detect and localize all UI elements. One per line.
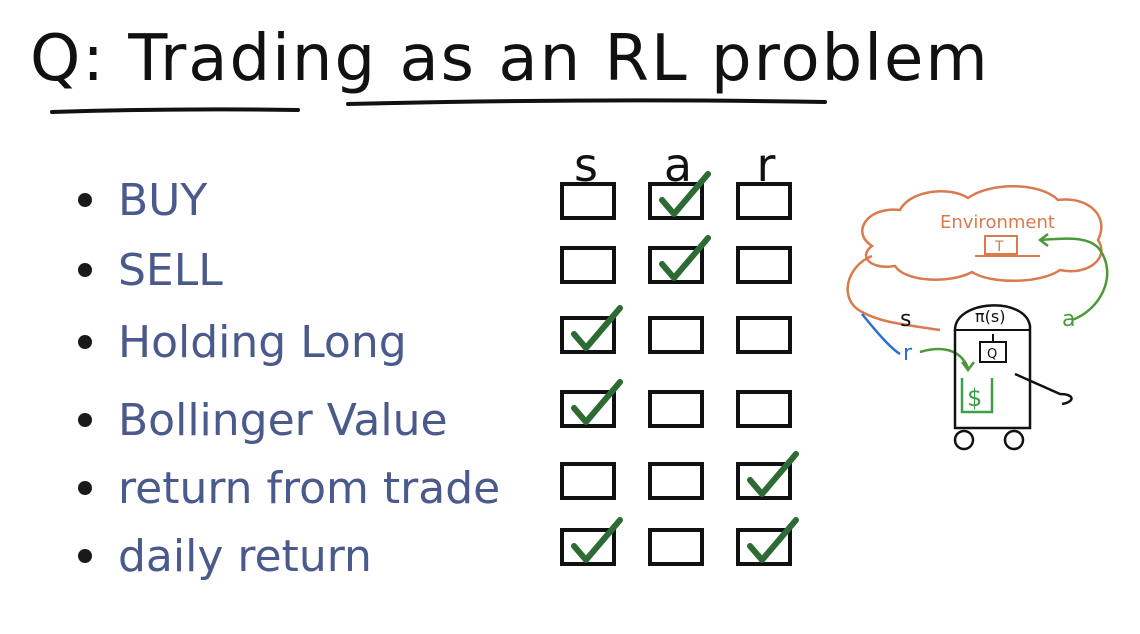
environment-label: Environment [940, 212, 1055, 233]
checkbox-5-r [736, 528, 792, 566]
list-item-bollinger-value: Bollinger Value [78, 390, 448, 450]
checkbox-0-s [560, 182, 616, 220]
checkmark-icon [659, 235, 711, 281]
item-label: Bollinger Value [118, 394, 448, 446]
checkbox-0-a [648, 182, 704, 220]
checkbox-3-a [648, 390, 704, 428]
column-header-r: r [756, 138, 776, 192]
checkbox-2-a [648, 316, 704, 354]
item-label: SELL [118, 244, 223, 296]
reward-line [861, 313, 901, 356]
title-underline-right [346, 98, 827, 106]
bullet-icon [78, 193, 92, 207]
bullet-icon [78, 549, 92, 563]
transition-box [984, 235, 1018, 255]
title-underline-left [50, 107, 300, 114]
checkbox-0-r [736, 182, 792, 220]
checkbox-3-r [736, 390, 792, 428]
bullet-icon [78, 335, 92, 349]
checkbox-1-a [648, 246, 704, 284]
reward-arrowhead-icon [961, 361, 975, 373]
action-label: a [1062, 307, 1075, 332]
dollar-label: $ [967, 384, 982, 412]
checkmark-icon [571, 305, 623, 351]
robot-body [953, 304, 1032, 430]
checkmark-icon [659, 171, 711, 217]
checkbox-2-r [736, 316, 792, 354]
policy-label: π(s) [975, 307, 1005, 326]
checkbox-4-r [736, 462, 792, 500]
bullet-icon [78, 481, 92, 495]
reward-bucket-icon [960, 378, 994, 414]
list-item-daily-return: daily return [78, 526, 372, 586]
item-label: BUY [118, 174, 208, 226]
checkmark-icon [747, 451, 799, 497]
checkmark-icon [747, 517, 799, 563]
checkmark-icon [571, 379, 623, 425]
checkbox-5-a [648, 528, 704, 566]
checkbox-4-s [560, 462, 616, 500]
action-arrow [1039, 237, 1109, 322]
checkbox-2-s [560, 316, 616, 354]
state-line [846, 254, 941, 332]
checkmark-icon [571, 517, 623, 563]
checkbox-1-s [560, 246, 616, 284]
bullet-icon [78, 263, 92, 277]
reward-label: r [903, 341, 913, 366]
checkbox-1-r [736, 246, 792, 284]
reward-arrow [919, 347, 970, 369]
q-label: Q [987, 347, 997, 362]
checkbox-3-s [560, 390, 616, 428]
bullet-icon [78, 413, 92, 427]
column-header-s: s [574, 138, 598, 192]
robot-wheel-right [1003, 429, 1025, 451]
item-label: return from trade [118, 462, 501, 514]
item-label: daily return [118, 530, 372, 582]
checkbox-4-a [648, 462, 704, 500]
list-item-buy: BUY [78, 170, 207, 230]
slide-title: Q: Trading as an RL problem [30, 22, 990, 96]
transition-label: T [994, 239, 1004, 255]
action-arrowhead-icon [1037, 233, 1049, 247]
list-item-sell: SELL [78, 240, 223, 300]
checkbox-5-s [560, 528, 616, 566]
environment-cloud [861, 185, 1103, 282]
robot-arm [1014, 372, 1073, 406]
list-item-holding-long: Holding Long [78, 312, 407, 372]
item-label: Holding Long [118, 316, 407, 368]
robot-wheel-left [953, 429, 975, 451]
list-item-return-from-trade: return from trade [78, 458, 500, 518]
state-label: s [900, 307, 911, 332]
